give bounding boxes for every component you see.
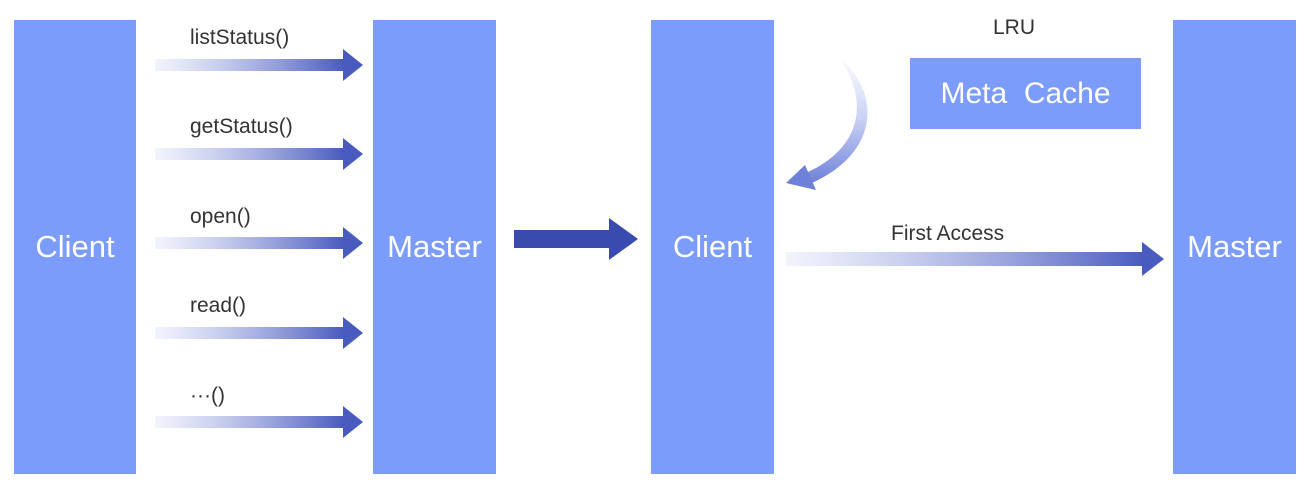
call-arrow-liststatus xyxy=(155,49,363,81)
left-client-block: Client xyxy=(14,20,136,474)
call-arrow-open xyxy=(155,227,363,259)
call-arrow-getstatus xyxy=(155,138,363,170)
left-master-block: Master xyxy=(373,20,496,474)
lru-label: LRU xyxy=(993,16,1036,39)
call-label-read: read() xyxy=(190,294,247,317)
call-label-ellipsis: ···() xyxy=(190,384,225,407)
meta-cache-block: Meta Cache xyxy=(910,58,1141,129)
right-master-label: Master xyxy=(1187,229,1282,264)
call-label-getstatus: getStatus() xyxy=(190,115,293,138)
call-label-liststatus: listStatus() xyxy=(190,26,290,49)
right-master-block: Master xyxy=(1173,20,1296,474)
right-client-label: Client xyxy=(672,229,753,264)
right-client-block: Client xyxy=(651,20,774,474)
cache-curve-arrow xyxy=(786,55,868,190)
call-arrow-read xyxy=(155,317,363,349)
transition-arrow xyxy=(514,218,638,260)
first-access-label: First Access xyxy=(891,222,1005,245)
left-client-label: Client xyxy=(35,229,115,264)
call-label-open: open() xyxy=(190,205,251,228)
left-master-label: Master xyxy=(387,229,482,264)
meta-cache-label: Meta Cache xyxy=(940,76,1111,110)
first-access-arrow xyxy=(786,242,1164,276)
call-arrow-ellipsis xyxy=(155,406,363,438)
